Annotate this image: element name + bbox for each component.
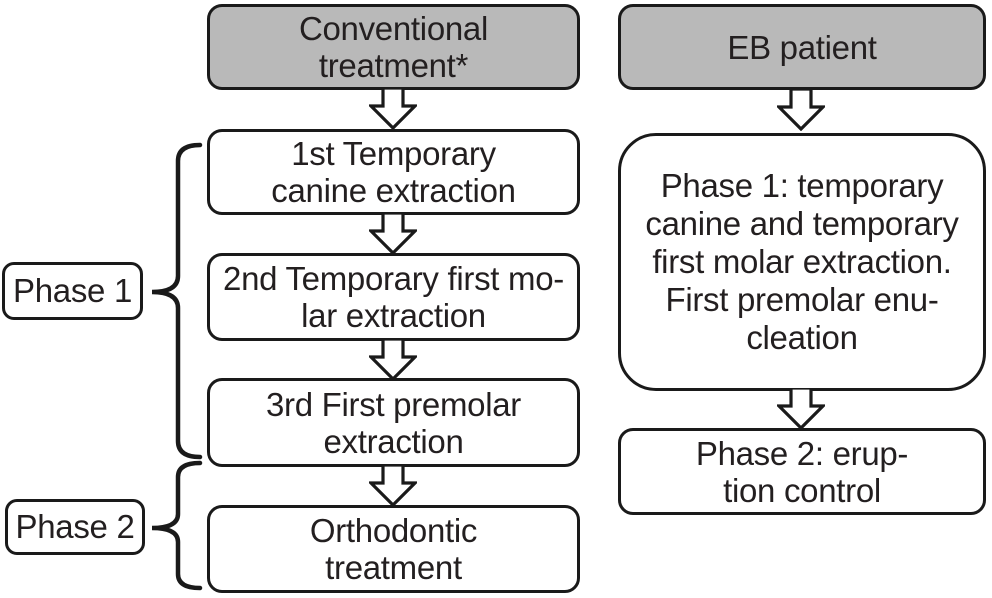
phase-1-label-box: Phase 1 <box>2 262 143 320</box>
eb-phase2-eruption-control-box: Phase 2: erup- tion control <box>618 428 986 515</box>
phase-1-brace-icon <box>151 142 203 460</box>
step-orthodontic-treatment-box: Orthodontic treatment <box>207 505 580 593</box>
down-arrow-icon <box>369 465 417 507</box>
down-arrow-icon <box>777 89 825 131</box>
phase-2-label-box: Phase 2 <box>5 499 145 555</box>
step-first-premolar-extraction-box: 3rd First premolar extraction <box>207 378 580 467</box>
eb-phase1-extraction-enucleation-box: Phase 1: temporary canine and temporary … <box>618 133 986 391</box>
down-arrow-icon <box>369 213 417 255</box>
down-arrow-icon <box>369 339 417 381</box>
down-arrow-icon <box>777 388 825 430</box>
down-arrow-icon <box>369 88 417 130</box>
eb-patient-header-box: EB patient <box>618 4 986 90</box>
conventional-treatment-header-box: Conventional treatment* <box>207 4 580 90</box>
phase-2-brace-icon <box>151 460 203 591</box>
step-temporary-canine-extraction-box: 1st Temporary canine extraction <box>207 129 580 215</box>
step-temporary-first-molar-extraction-box: 2nd Temporary first mo- lar extraction <box>207 253 580 341</box>
